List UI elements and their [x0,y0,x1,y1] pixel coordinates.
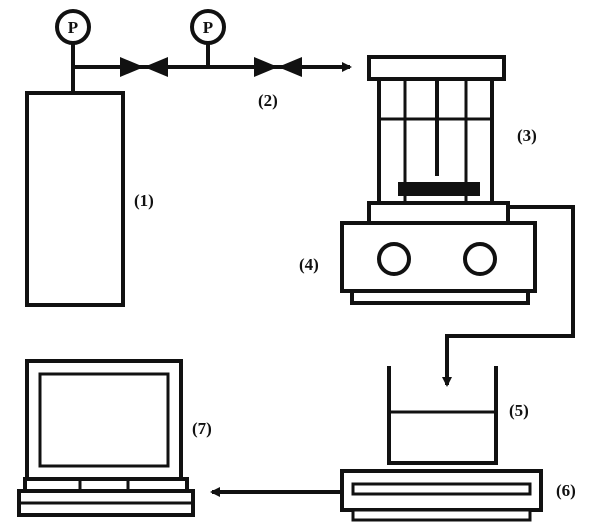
label-stirrer: (4) [299,255,319,274]
pressure-gauge-1: P [55,9,91,45]
stirrer-knob-left [377,242,411,276]
magnetic-stirrer [340,201,537,305]
gauge-2-letter: P [203,18,213,37]
valve-1 [120,57,168,77]
outlet-line [442,205,575,387]
computer [17,359,195,517]
stirrer-knob-right [463,242,497,276]
gauge-1-letter: P [68,18,78,37]
label-computer: (7) [192,419,212,438]
label-beaker: (5) [509,401,529,420]
valve-2 [254,57,302,77]
monitor-screen [38,372,170,468]
label-valves: (2) [258,91,278,110]
collection-beaker [387,366,498,465]
pressure-gauge-2: P [190,9,226,67]
label-balance: (6) [556,481,576,500]
gas-cylinder [25,42,125,307]
label-reactor: (3) [517,126,537,145]
label-cylinder: (1) [134,191,154,210]
electronic-balance [340,469,543,522]
reactor-vessel [367,55,506,205]
